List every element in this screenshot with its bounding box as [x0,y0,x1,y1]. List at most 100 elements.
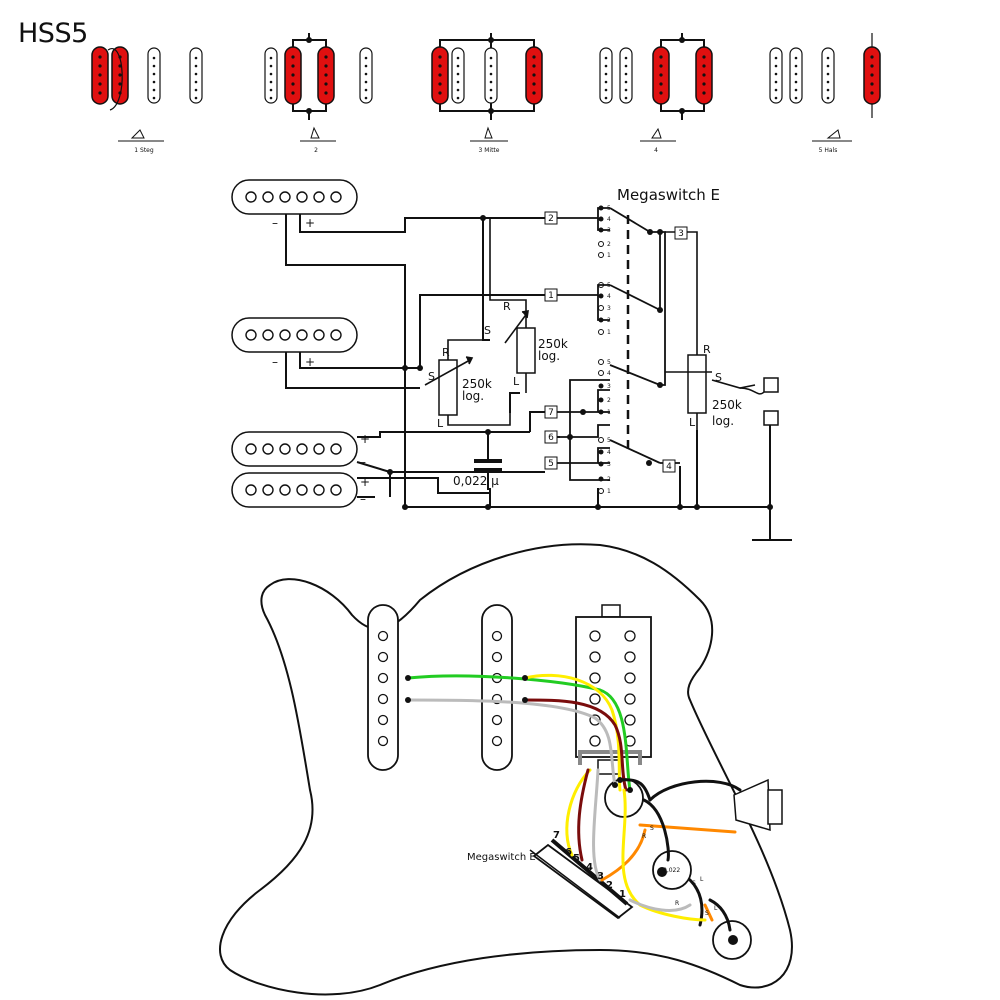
pickguard-middle-pickup [481,604,513,771]
svg-text:2: 2 [607,397,611,404]
svg-text:5: 5 [607,359,611,366]
svg-text:5: 5 [548,459,554,469]
sc1-minus: – [360,455,366,469]
switch-label: Megaswitch E [617,186,720,204]
terminal-6: 6 [544,430,558,444]
svg-text:5: 5 [607,437,611,444]
single-coil-neck [231,472,358,508]
body-terminal-3: 3 [597,871,604,882]
terminal-1: 1 [544,288,558,302]
position-3: 3 Mitte [431,33,543,154]
svg-text:4: 4 [607,293,611,300]
sc2-plus: + [360,475,370,489]
deck-d: 5 4 3 2 1 [598,437,611,495]
pot-letter-r2: R [675,900,679,907]
volume-pot [687,354,707,414]
pot3-l: L [689,416,696,429]
pot-letter-r1: R [642,833,646,840]
deck-b: 5 4 3 2 1 [598,282,611,336]
hb1-plus: + [305,216,315,230]
svg-text:7: 7 [548,408,554,418]
pickguard-switch [529,838,634,920]
svg-text:3: 3 [607,305,611,312]
pot-letter-l2: L [700,876,704,883]
pickguard-neck-pickup [367,604,399,771]
svg-text:2: 2 [607,241,611,248]
body-terminal-7: 7 [553,830,560,841]
svg-text:4: 4 [607,370,611,377]
position-1-label: 1 Steg [134,147,154,154]
svg-text:4: 4 [607,216,611,223]
pot-tone1-body [652,850,692,890]
svg-text:1: 1 [607,409,611,416]
position-5-label: 5 Hals [819,147,838,154]
capacitor-label: 0,022 µ [453,474,499,488]
svg-text:3: 3 [607,227,611,234]
pot1-s: S [428,370,435,383]
deck-c: 5 4 3 2 1 [598,359,611,416]
body-cap-label: 0,022 [663,867,680,874]
position-4-label: 4 [654,147,658,154]
body-terminal-2: 2 [606,880,613,891]
pot2-value: 250k [538,337,568,351]
position-1: 1 Steg [91,46,203,154]
junction-dots [387,215,773,510]
pot3-s: S [715,371,722,384]
pot-letter-s1: S [650,825,654,832]
svg-text:6: 6 [548,433,554,443]
terminal-7: 7 [544,405,558,419]
pot2-r: R [503,300,511,313]
body-terminal-4: 4 [586,862,593,873]
circuit-schematic [231,179,792,541]
position-3-label: 3 Mitte [479,147,500,154]
humbucker-coil-2 [231,317,358,353]
pot1-value: 250k [462,377,492,391]
pickguard-wiring [219,543,793,996]
pickguard-humbucker [575,616,652,758]
pot-letter-s3: S [705,910,709,917]
sc2-minus: – [360,492,366,506]
svg-text:1: 1 [548,291,554,301]
terminal-3: 3 [674,226,688,240]
switch-contacts: 5 4 3 2 1 5 4 3 2 1 5 4 3 2 1 5 4 3 2 1 [598,205,611,495]
hb1-minus: – [272,216,278,230]
switch-terminals: 2 3 1 7 6 5 4 [544,211,688,473]
pot3-taper: log. [712,414,734,428]
tone-pot-2 [516,327,536,374]
svg-text:1: 1 [607,252,611,259]
svg-text:2: 2 [548,214,554,224]
sc1-plus: + [360,432,370,446]
svg-text:5: 5 [607,205,611,212]
page-title: HSS5 [18,18,88,49]
megaswitch-schematic [557,207,680,481]
svg-text:3: 3 [607,383,611,390]
hb2-plus: + [305,355,315,369]
pot2-taper: log. [538,349,560,363]
position-2-label: 2 [314,147,318,154]
pot2-s: S [484,324,491,337]
terminal-2: 2 [544,211,558,225]
terminal-4: 4 [662,459,676,473]
switch-position-diagrams: 1 Steg 2 [91,33,881,154]
body-switch-label: Megaswitch E [467,852,536,863]
position-5: 5 Hals [769,33,881,154]
body-terminal-5: 5 [573,853,580,864]
svg-text:1: 1 [607,329,611,336]
svg-text:5: 5 [607,282,611,289]
pot-letter-s2: S [692,880,696,887]
body-terminal-1: 1 [619,889,626,900]
hb2-minus: – [272,355,278,369]
position-4: 4 [599,33,713,154]
terminal-5: 5 [544,456,558,470]
pot1-taper: log. [462,389,484,403]
single-coil-middle [231,431,358,467]
position-2: 2 [264,33,373,154]
pot-letter-l3: L [714,905,718,912]
svg-text:4: 4 [607,449,611,456]
deck-a: 5 4 3 2 1 [598,205,611,259]
pot1-r: R [442,346,450,359]
pot3-value: 250k [712,398,742,412]
svg-text:1: 1 [607,488,611,495]
body-terminal-6: 6 [565,847,572,858]
